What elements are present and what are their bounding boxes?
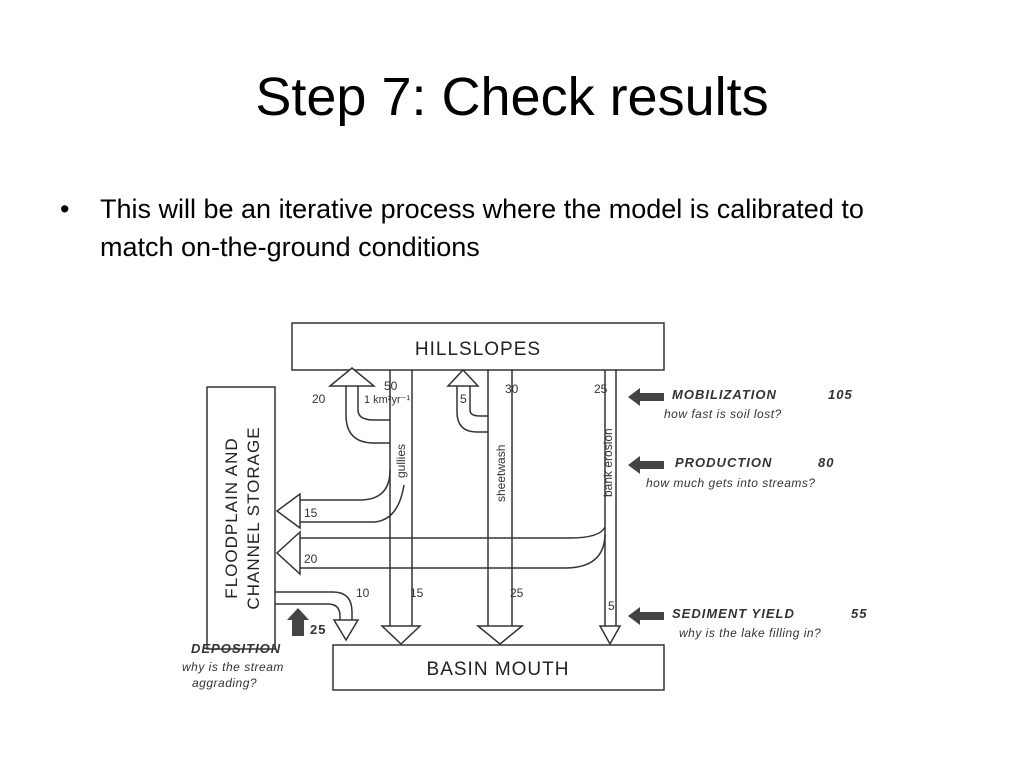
storage-to-mouth-arrowhead (332, 619, 360, 642)
storage-to-mouth-branch (275, 591, 353, 622)
bullet-symbol: • (60, 194, 70, 224)
storage-box (206, 386, 276, 650)
slide-title: Step 7: Check results (255, 67, 769, 127)
gullies-to-mouth-value: 15 (410, 586, 424, 600)
sheetwash-return-loop (456, 384, 488, 433)
gullies-return-value: 20 (312, 392, 326, 406)
gully-return-arrowhead (327, 367, 377, 387)
production-value: 80 (818, 455, 834, 470)
gullies-total-value: 50 (384, 379, 398, 393)
sediment-yield-arrow-icon (628, 607, 664, 625)
mobilization-arrow-icon (628, 388, 664, 406)
production-question: how much gets into streams? (646, 476, 816, 490)
mobilization-value: 105 (828, 387, 853, 402)
sheetwash-return-arrowhead (446, 368, 480, 387)
bank-to-storage-branch (300, 526, 606, 569)
sheetwash-total-value: 30 (505, 382, 519, 396)
deposition-question-line2: aggrading? (192, 676, 257, 690)
gully-to-storage-branch (300, 469, 405, 523)
gullies-channel (389, 370, 413, 628)
gully-return-loop (345, 384, 390, 444)
bank-to-mouth-value: 5 (608, 599, 615, 613)
deposition-question-line1: why is the stream (182, 660, 284, 674)
deposition-label: DEPOSITION (191, 641, 281, 656)
deposition-arrow-icon (287, 608, 309, 636)
storage-label-line2: CHANNEL STORAGE (244, 426, 263, 609)
gullies-down-arrowhead (380, 625, 422, 646)
bank-total-value: 25 (594, 382, 608, 396)
sheetwash-to-mouth-value: 25 (510, 586, 524, 600)
bank-down-arrowhead (598, 625, 622, 646)
sheetwash-return-value: 5 (460, 392, 467, 406)
mobilization-label: MOBILIZATION (672, 387, 777, 402)
sheetwash-down-arrowhead (475, 625, 525, 645)
hillslopes-box (291, 322, 665, 371)
area-unit-label: 1 km²yr⁻¹ (364, 394, 410, 406)
basin-mouth-box (332, 644, 665, 691)
mobilization-question: how fast is soil lost? (664, 407, 782, 421)
bank-to-storage-arrowhead (275, 530, 301, 576)
sheetwash-channel (487, 370, 513, 628)
bullet-text: This will be an iterative process where … (100, 194, 864, 262)
sheetwash-path-label: sheetwash (494, 445, 508, 502)
bank-erosion-channel (604, 370, 617, 628)
bank-erosion-path-label: bank erosion (601, 428, 615, 497)
gullies-path-label: gullies (394, 444, 408, 478)
deposition-value: 25 (310, 622, 326, 637)
production-label: PRODUCTION (675, 455, 772, 470)
storage-to-mouth-value: 10 (356, 586, 370, 600)
production-arrow-icon (628, 456, 664, 474)
gully-to-storage-arrowhead (275, 492, 301, 530)
gully-to-storage-value: 15 (304, 506, 318, 520)
storage-label-line1: FLOODPLAIN AND (222, 437, 241, 598)
basin-mouth-label: BASIN MOUTH (427, 659, 570, 680)
sediment-yield-label: SEDIMENT YIELD (672, 606, 795, 621)
bank-to-storage-value: 20 (304, 552, 318, 566)
hillslopes-label: HILLSLOPES (415, 339, 541, 360)
sediment-yield-question: why is the lake filling in? (679, 626, 821, 640)
sediment-yield-value: 55 (851, 606, 867, 621)
